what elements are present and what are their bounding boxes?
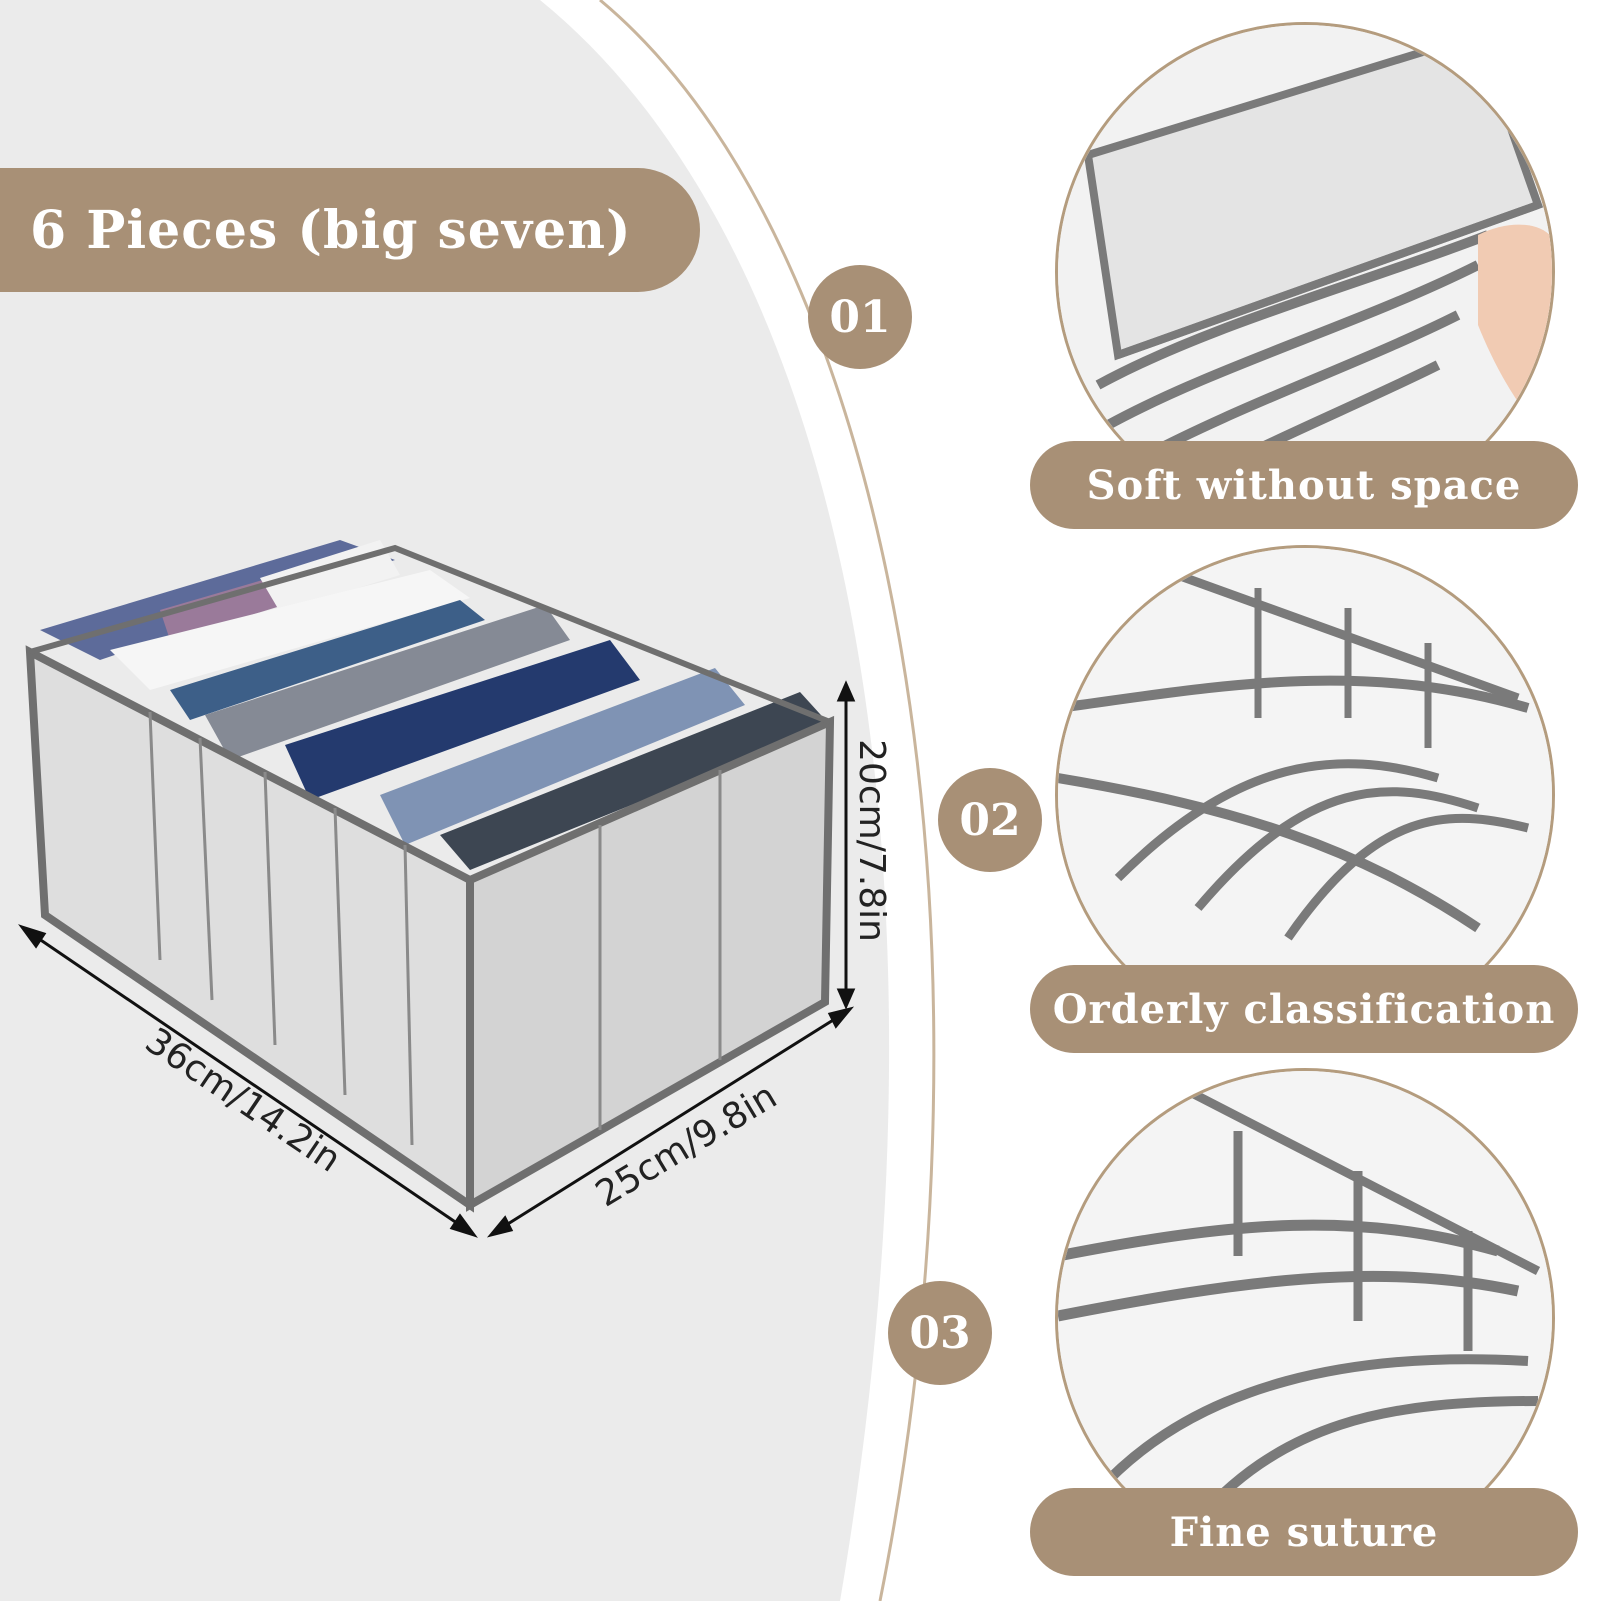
feature-number-3: 03 [888,1281,992,1385]
feature-image-soft [1055,22,1555,522]
dimension-arrows [18,680,856,1238]
page-title: 6 Pieces (big seven) [30,199,632,261]
feature-number-2: 02 [938,768,1042,872]
feature-image-classification [1055,545,1555,1045]
feature-image-suture [1055,1068,1555,1568]
title-banner: 6 Pieces (big seven) [0,168,700,292]
feature-label-1: Soft without space [1030,441,1578,529]
feature-label-3: Fine suture [1030,1488,1578,1576]
feature-number-1: 01 [808,265,912,369]
dimension-height: 20cm/7.8in [850,739,892,942]
feature-label-2: Orderly classification [1030,965,1578,1053]
